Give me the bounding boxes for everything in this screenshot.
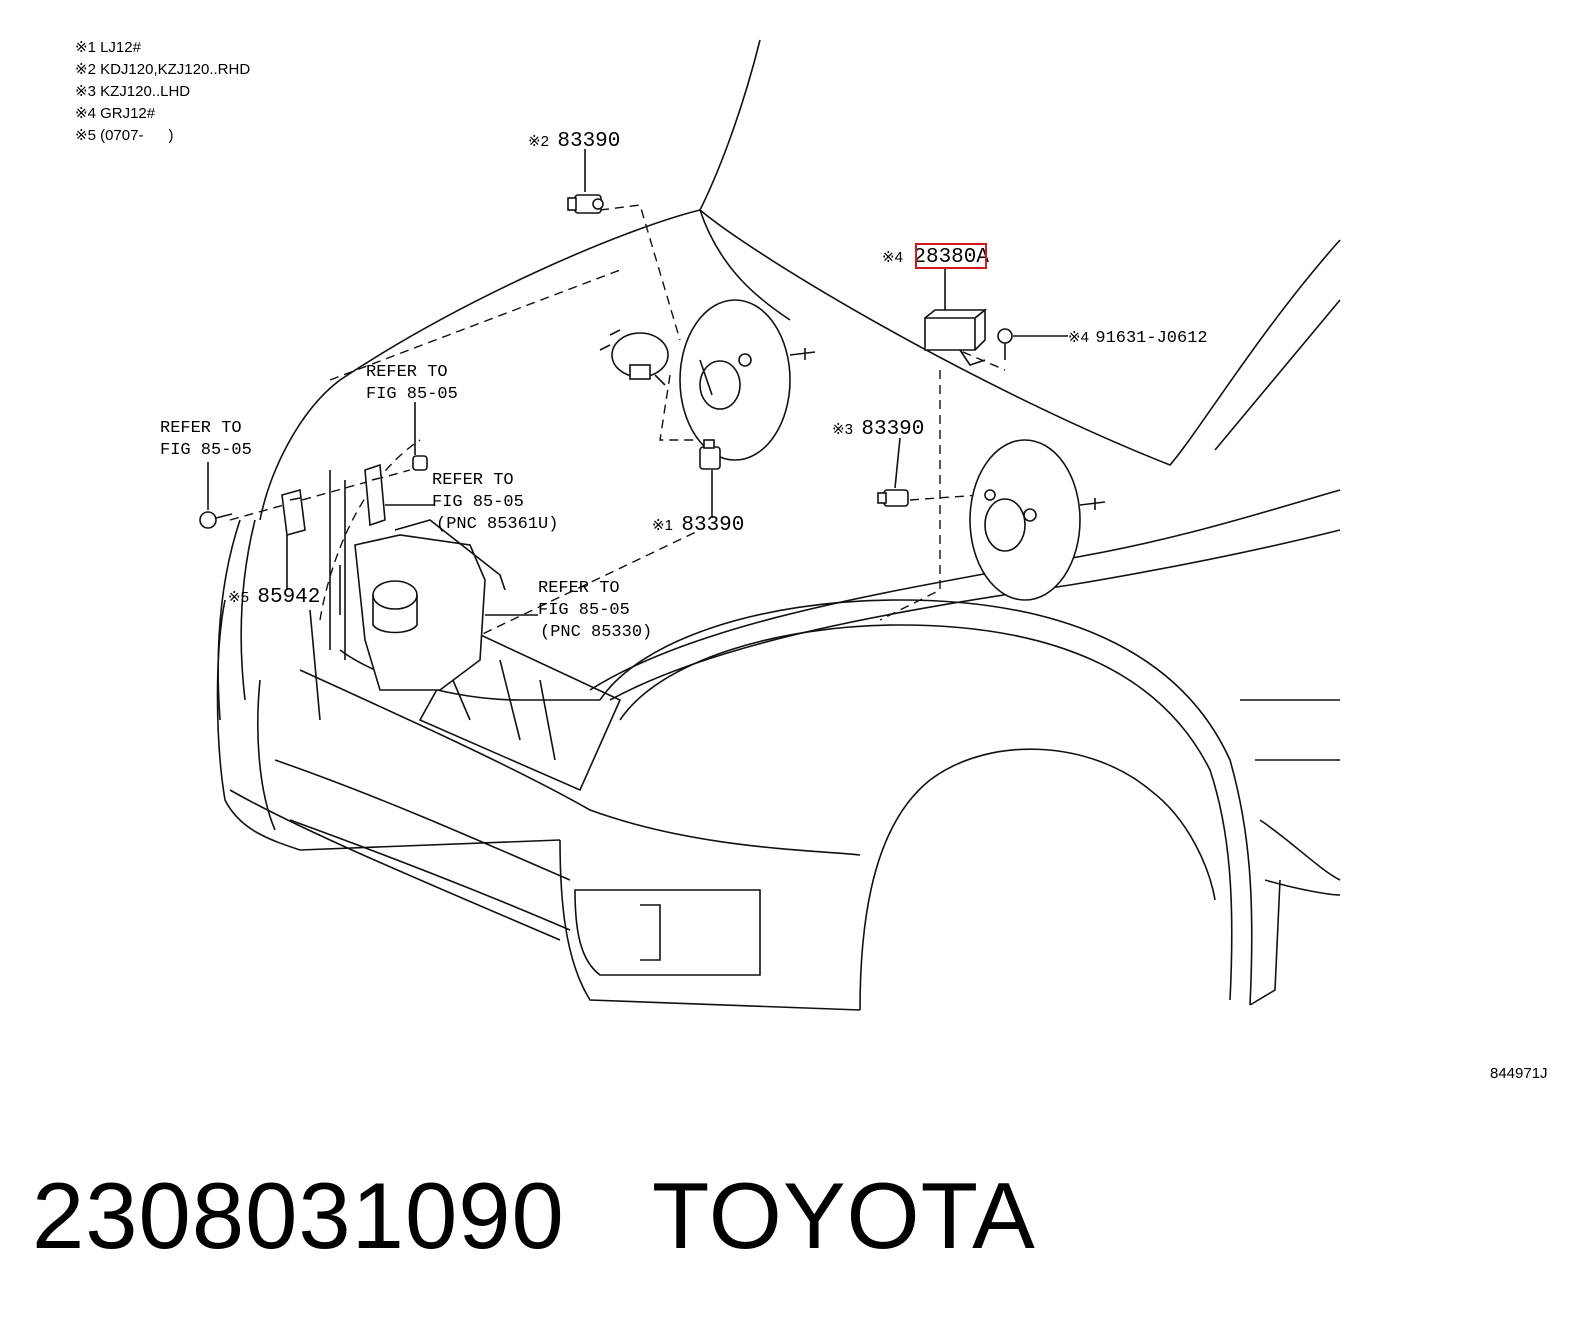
illustration-code: 844971J — [1490, 1065, 1548, 1082]
washer-tank-85330[interactable] — [339, 519, 506, 691]
svg-text:(PNC 85361U): (PNC 85361U) — [436, 515, 558, 534]
ref-block-b[interactable]: REFER TO FIG 85-05 — [366, 363, 458, 404]
part-83390-top[interactable] — [567, 194, 604, 214]
bolt-left[interactable] — [199, 511, 233, 529]
variant-notes: ※1 LJ12# ※2 KDJ120,KZJ120..RHD ※3 KZJ120… — [75, 39, 250, 144]
note-2: ※2 KDJ120,KZJ120..RHD — [75, 61, 250, 78]
highlight-28380A — [915, 243, 987, 269]
ref-block-d[interactable]: REFER TO FIG 85-05 (PNC 85330) — [538, 579, 652, 642]
svg-text:FIG 85-05: FIG 85-05 — [432, 493, 524, 512]
svg-text:REFER TO: REFER TO — [432, 471, 514, 490]
footer-part-number: 2308031090 — [32, 1163, 565, 1268]
svg-text:REFER TO: REFER TO — [160, 419, 242, 438]
note-1: ※1 LJ12# — [75, 39, 142, 56]
callout-91631[interactable]: ※4 91631-J0612 — [1068, 329, 1208, 348]
ref-block-c[interactable]: REFER TO FIG 85-05 (PNC 85361U) — [432, 471, 558, 534]
brake-booster-right[interactable] — [969, 439, 1106, 601]
part-83390-mid[interactable] — [877, 489, 909, 507]
svg-text:FIG 85-05: FIG 85-05 — [366, 385, 458, 404]
dashed-leaders — [229, 204, 1006, 641]
part-28380A[interactable] — [924, 308, 988, 366]
part-83390-low[interactable] — [699, 439, 721, 470]
part-91631-bolt[interactable] — [997, 328, 1013, 360]
part-85942[interactable] — [281, 488, 306, 537]
callout-85942[interactable]: ※5 85942 — [228, 586, 320, 609]
note-3: ※3 KZJ120..LHD — [75, 83, 190, 100]
bracket-85361U[interactable] — [364, 463, 386, 527]
callout-83390-top[interactable]: ※2 83390 — [528, 130, 620, 153]
brake-booster-left[interactable] — [679, 299, 816, 461]
solid-leaders — [207, 149, 1068, 616]
callout-28380A[interactable]: ※4 28380A — [882, 246, 989, 269]
master-cylinder-left[interactable] — [599, 329, 669, 386]
callout-83390-low[interactable]: ※1 83390 — [652, 514, 744, 537]
svg-text:REFER TO: REFER TO — [538, 579, 620, 598]
ref-block-a[interactable]: REFER TO FIG 85-05 — [160, 419, 252, 460]
footer-brand: TOYOTA — [652, 1163, 1036, 1268]
callout-83390-mid[interactable]: ※3 83390 — [832, 418, 924, 441]
nut-center[interactable] — [412, 455, 428, 471]
vehicle-outline — [216, 39, 1341, 1011]
svg-text:(PNC 85330): (PNC 85330) — [540, 623, 652, 642]
svg-text:FIG 85-05: FIG 85-05 — [538, 601, 630, 620]
svg-text:FIG 85-05: FIG 85-05 — [160, 441, 252, 460]
note-5: ※5 (0707- ) — [75, 127, 173, 144]
svg-text:REFER TO: REFER TO — [366, 363, 448, 382]
note-4: ※4 GRJ12# — [75, 105, 156, 122]
